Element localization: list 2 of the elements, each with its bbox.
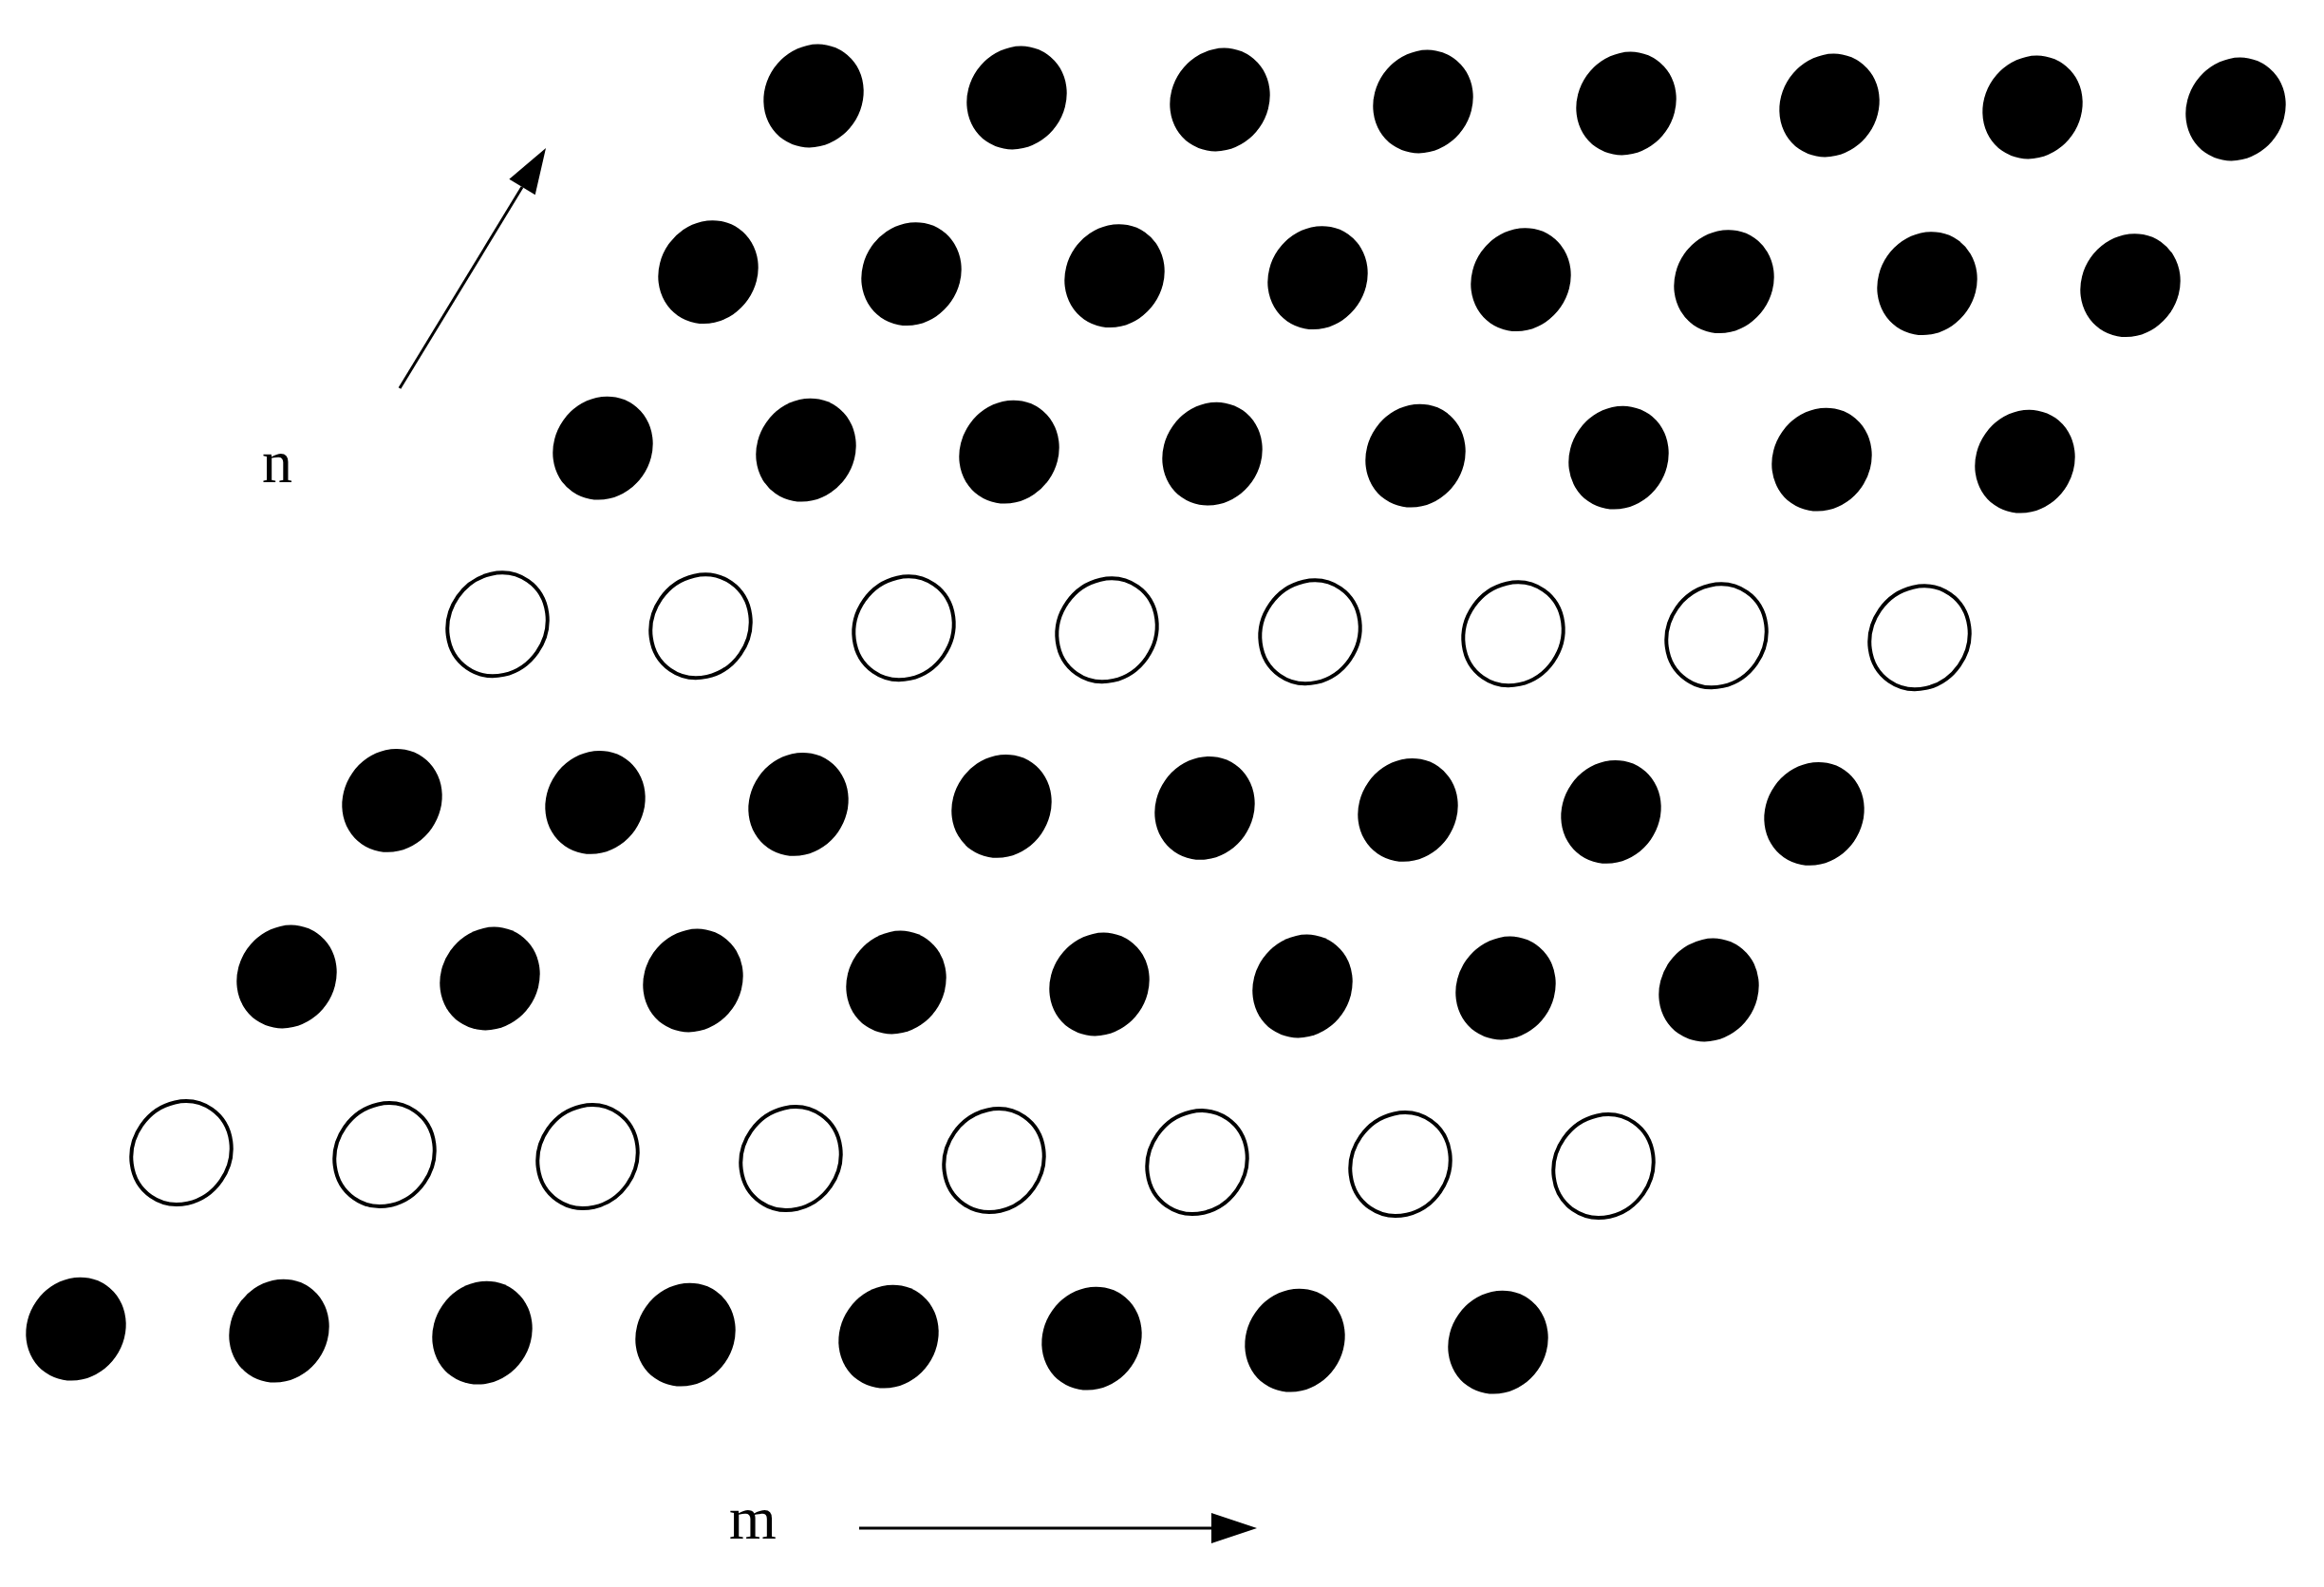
axis-label: n [262, 432, 292, 493]
axis-label: m [729, 1488, 777, 1549]
